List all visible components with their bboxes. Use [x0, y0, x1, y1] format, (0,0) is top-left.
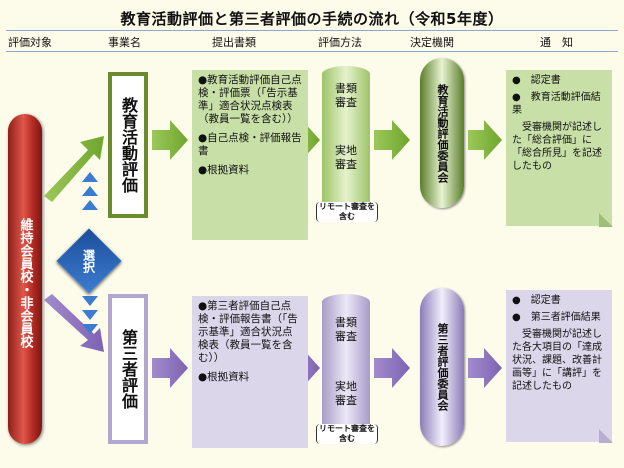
method-third-cylinder: 書類審査 実地審査 — [322, 294, 370, 444]
notice-edu-item: 受審機関が記述した「総合評価」に「総合所見」を記述したもの — [512, 122, 602, 172]
notice-edu-item: ● 認定書 — [512, 75, 561, 86]
documents-third-panel: ●第三者評価自己点検・評価報告書（「告示基準」適合状況点検表（教員一覧を含む））… — [192, 296, 308, 448]
header-target: 評価対象 — [8, 36, 52, 49]
method-edu-cylinder: 書類審査 実地審査 — [322, 66, 370, 222]
arrow-edu-1 — [152, 120, 188, 160]
arrow-to-third — [44, 294, 104, 352]
arrow-third-1 — [152, 348, 188, 388]
chevron-down-3 — [82, 324, 98, 334]
doc-third-item: ●第三者評価自己点検・評価報告書（「告示基準」適合状況点検表（教員一覧を含む）） — [198, 300, 298, 364]
header-rule-bottom — [6, 51, 618, 52]
notice-third-item: 受審機関が記述した各大項目の「達成状況、課題、改善計画等」に「講評」を記述したも… — [512, 329, 602, 392]
notice-third-item: ● 第三者評価結果 — [512, 312, 601, 323]
program-third-box: 第三者評価 — [108, 294, 148, 444]
remote-third-note: リモート審査を含む — [316, 424, 378, 444]
doc-edu-item: ●根拠資料 — [198, 164, 250, 176]
documents-edu-panel: ●教育活動評価自己点検・評価票（「告示基準」適合状況点検表（教員一覧を含む）） … — [192, 70, 308, 240]
doc-edu-item: ●教育活動評価自己点検・評価票（「告示基準」適合状況点検表（教員一覧を含む）） — [198, 74, 302, 125]
arrow-edu-3 — [374, 120, 410, 160]
committee-third-oval: 第三者評価委員会 — [420, 288, 464, 446]
header-rule-top — [6, 30, 618, 31]
arrow-to-edu — [44, 136, 104, 202]
chevron-down-1 — [82, 296, 98, 306]
page-title: 教育活動評価と第三者評価の手続の流れ（令和5年度） — [120, 10, 504, 28]
committee-edu-oval: 教育活動評価委員会 — [420, 58, 464, 208]
chevron-down-2 — [82, 310, 98, 320]
chevron-up-3 — [82, 200, 98, 210]
arrow-third-4 — [468, 348, 502, 388]
program-edu-box: 教育活動評価 — [108, 72, 148, 218]
method-third-bottom: 実地審査 — [335, 380, 357, 407]
select-label: 選択 — [81, 249, 96, 273]
remote-edu-note: リモート審査を含む — [316, 202, 378, 222]
target-pillar — [8, 114, 42, 444]
target-label: 維持会員校・非会員校 — [17, 218, 33, 348]
header-committee: 決定機関 — [410, 36, 454, 49]
header-method: 評価方法 — [318, 36, 362, 49]
doc-edu-item: ●自己点検・評価報告書 — [198, 132, 302, 157]
header-notice: 通 知 — [540, 36, 573, 49]
arrow-edu-4 — [468, 120, 502, 160]
arrow-third-3 — [374, 348, 410, 388]
doc-third-item: ●根拠資料 — [198, 371, 250, 383]
header-documents: 提出書類 — [212, 36, 256, 49]
notice-third-panel: ● 認定書 ● 第三者評価結果 受審機関が記述した各大項目の「達成状況、課題、改… — [506, 290, 613, 443]
method-edu-top: 書類審査 — [335, 82, 357, 109]
notice-third-item: ● 認定書 — [512, 295, 561, 306]
notice-edu-item: ● 教育活動評価結果 — [512, 92, 601, 116]
header-program: 事業名 — [108, 36, 141, 49]
method-third-top: 書類審査 — [335, 316, 357, 343]
notice-edu-fold — [599, 213, 613, 227]
method-edu-bottom: 実地審査 — [335, 144, 357, 171]
chevron-up-2 — [82, 186, 98, 196]
notice-edu-panel: ● 認定書 ● 教育活動評価結果 受審機関が記述した「総合評価」に「総合所見」を… — [506, 70, 613, 227]
notice-third-fold — [599, 429, 613, 443]
chevron-up-1 — [82, 172, 98, 182]
